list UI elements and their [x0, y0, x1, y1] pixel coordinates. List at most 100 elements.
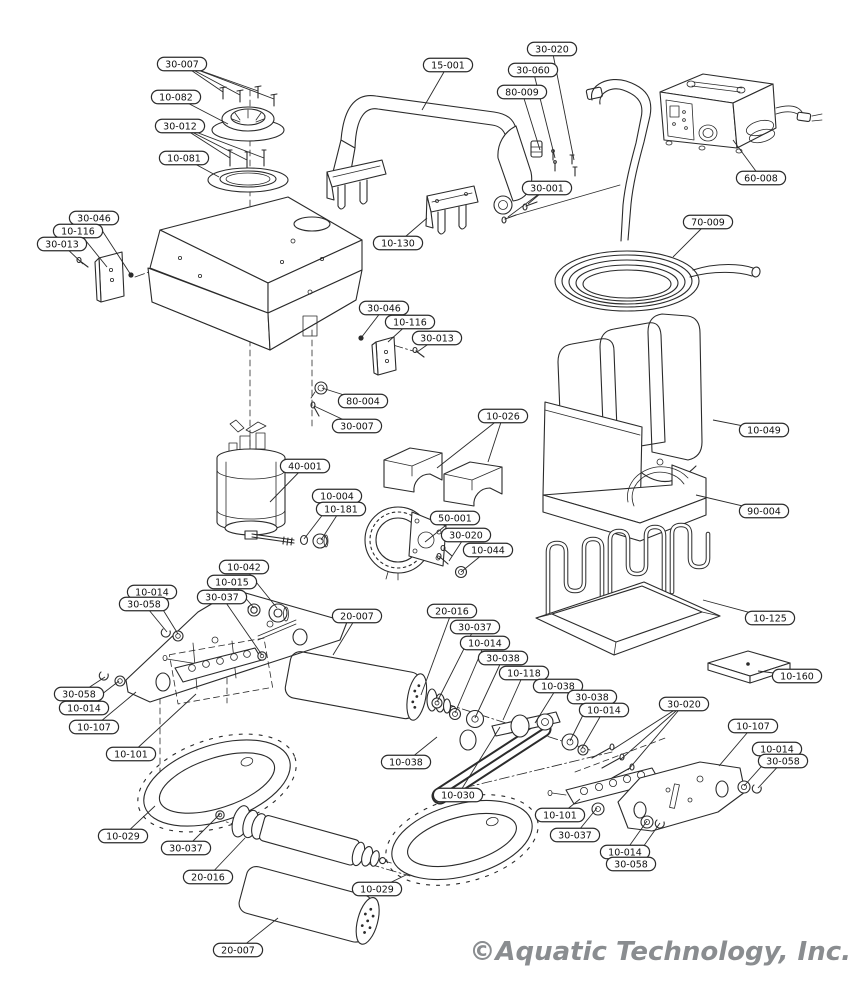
part-label-10-125-29[interactable]: 10-125: [745, 611, 794, 625]
leader-line: [522, 92, 540, 150]
part-label-10-015-34[interactable]: 10-015: [207, 575, 256, 589]
part-label-30-046-15[interactable]: 30-046: [359, 301, 408, 315]
part-number-text: 30-058: [62, 689, 96, 700]
part-label-15-001-4[interactable]: 15-001: [423, 58, 472, 72]
seal-ring-part: [208, 168, 288, 192]
part-number-text: 10-044: [471, 545, 505, 556]
part-number-text: 80-004: [346, 396, 380, 407]
part-label-10-014-50[interactable]: 10-014: [59, 701, 108, 715]
part-label-30-058-63[interactable]: 30-058: [606, 857, 655, 871]
part-label-30-020-5[interactable]: 30-020: [527, 42, 576, 56]
part-label-30-058-32[interactable]: 30-058: [119, 597, 168, 611]
part-label-10-101-60[interactable]: 10-101: [535, 808, 584, 822]
part-number-text: 30-020: [667, 699, 701, 710]
part-label-20-007-36[interactable]: 20-007: [332, 609, 381, 623]
part-number-text: 20-016: [191, 872, 225, 883]
part-label-20-016-37[interactable]: 20-016: [427, 604, 476, 618]
main-housing: [148, 197, 362, 350]
part-number-text: 10-014: [608, 847, 642, 858]
part-label-10-014-39[interactable]: 10-014: [460, 636, 509, 650]
part-number-text: 10-130: [381, 238, 415, 249]
part-number-text: 20-016: [435, 606, 469, 617]
part-label-30-058-49[interactable]: 30-058: [54, 687, 103, 701]
part-label-10-004-21[interactable]: 10-004: [312, 489, 361, 503]
part-label-70-009-11[interactable]: 70-009: [683, 215, 732, 229]
part-label-10-038-53[interactable]: 10-038: [381, 755, 430, 769]
part-number-text: 10-015: [215, 577, 249, 588]
flat-plate: [708, 651, 790, 683]
leader-line: [437, 416, 503, 468]
part-label-10-118-41[interactable]: 10-118: [499, 666, 548, 680]
part-label-30-037-56[interactable]: 30-037: [161, 841, 210, 855]
part-number-text: 10-181: [324, 504, 358, 515]
side-bracket-mid: [358, 335, 424, 375]
part-label-10-014-44[interactable]: 10-014: [579, 703, 628, 717]
part-number-text: 30-013: [45, 239, 79, 250]
part-label-80-009-7[interactable]: 80-009: [497, 85, 546, 99]
part-label-30-013-14[interactable]: 30-013: [37, 237, 86, 251]
part-number-text: 10-030: [441, 790, 475, 801]
part-label-10-044-26[interactable]: 10-044: [463, 543, 512, 557]
part-number-text: 60-008: [744, 173, 778, 184]
part-label-30-007-0[interactable]: 30-007: [157, 57, 206, 71]
part-label-10-116-16[interactable]: 10-116: [385, 315, 434, 329]
part-number-text: 10-004: [320, 491, 354, 502]
part-label-30-060-6[interactable]: 30-060: [508, 63, 557, 77]
part-label-10-181-22[interactable]: 10-181: [316, 502, 365, 516]
part-label-30-020-45[interactable]: 30-020: [659, 697, 708, 711]
part-label-90-004-28[interactable]: 90-004: [739, 504, 788, 518]
part-label-50-001-24[interactable]: 50-001: [430, 511, 479, 525]
wire-basket: [536, 525, 720, 655]
impeller-part: [212, 107, 284, 141]
part-label-10-049-27[interactable]: 10-049: [739, 423, 788, 437]
part-label-30-037-38[interactable]: 30-037: [450, 620, 499, 634]
part-label-20-016-57[interactable]: 20-016: [183, 870, 232, 884]
part-label-40-001-20[interactable]: 40-001: [280, 459, 329, 473]
part-label-60-008-10[interactable]: 60-008: [736, 171, 785, 185]
floating-cable: [555, 80, 761, 311]
part-number-text: 15-001: [431, 60, 465, 71]
part-number-text: 10-014: [760, 744, 794, 755]
part-label-10-116-13[interactable]: 10-116: [53, 224, 102, 238]
part-label-30-007-19[interactable]: 30-007: [332, 419, 381, 433]
part-label-10-107-46[interactable]: 10-107: [728, 719, 777, 733]
part-label-30-058-48[interactable]: 30-058: [758, 754, 807, 768]
part-number-text: 30-037: [205, 592, 239, 603]
part-number-text: 30-037: [458, 622, 492, 633]
part-label-30-038-40[interactable]: 30-038: [478, 651, 527, 665]
part-label-10-042-33[interactable]: 10-042: [219, 560, 268, 574]
part-number-text: 30-058: [614, 859, 648, 870]
part-label-80-004-18[interactable]: 80-004: [338, 394, 387, 408]
part-label-10-030-54[interactable]: 10-030: [433, 788, 482, 802]
part-label-10-029-58[interactable]: 10-029: [352, 882, 401, 896]
part-label-30-001-8[interactable]: 30-001: [522, 181, 571, 195]
part-label-30-037-35[interactable]: 30-037: [197, 590, 246, 604]
part-label-10-107-51[interactable]: 10-107: [69, 720, 118, 734]
part-label-30-020-25[interactable]: 30-020: [441, 528, 490, 542]
part-label-10-160-30[interactable]: 10-160: [772, 669, 821, 683]
part-number-text: 80-009: [505, 87, 539, 98]
copyright-watermark: ©Aquatic Technology, Inc.: [469, 937, 851, 967]
part-label-30-046-12[interactable]: 30-046: [69, 211, 118, 225]
fastener-set-top: [531, 141, 577, 176]
part-number-text: 10-026: [486, 411, 520, 422]
part-label-30-038-43[interactable]: 30-038: [567, 690, 616, 704]
part-number-text: 30-046: [367, 303, 401, 314]
part-label-10-038-42[interactable]: 10-038: [533, 679, 582, 693]
part-label-10-082-1[interactable]: 10-082: [151, 90, 200, 104]
pump-housing: [365, 507, 446, 580]
part-label-10-101-52[interactable]: 10-101: [106, 747, 155, 761]
part-number-text: 10-014: [67, 703, 101, 714]
power-supply: [660, 74, 822, 153]
screw-set-top: [220, 86, 277, 106]
part-label-30-037-61[interactable]: 30-037: [550, 828, 599, 842]
part-label-10-029-55[interactable]: 10-029: [98, 829, 147, 843]
part-label-10-081-3[interactable]: 10-081: [159, 151, 208, 165]
part-label-30-012-2[interactable]: 30-012: [155, 119, 204, 133]
part-label-10-026-23[interactable]: 10-026: [478, 409, 527, 423]
part-label-30-013-17[interactable]: 30-013: [412, 331, 461, 345]
part-label-20-007-59[interactable]: 20-007: [213, 943, 262, 957]
part-label-10-130-9[interactable]: 10-130: [373, 236, 422, 250]
leader-line: [131, 694, 196, 754]
roller-tube: [216, 804, 396, 879]
